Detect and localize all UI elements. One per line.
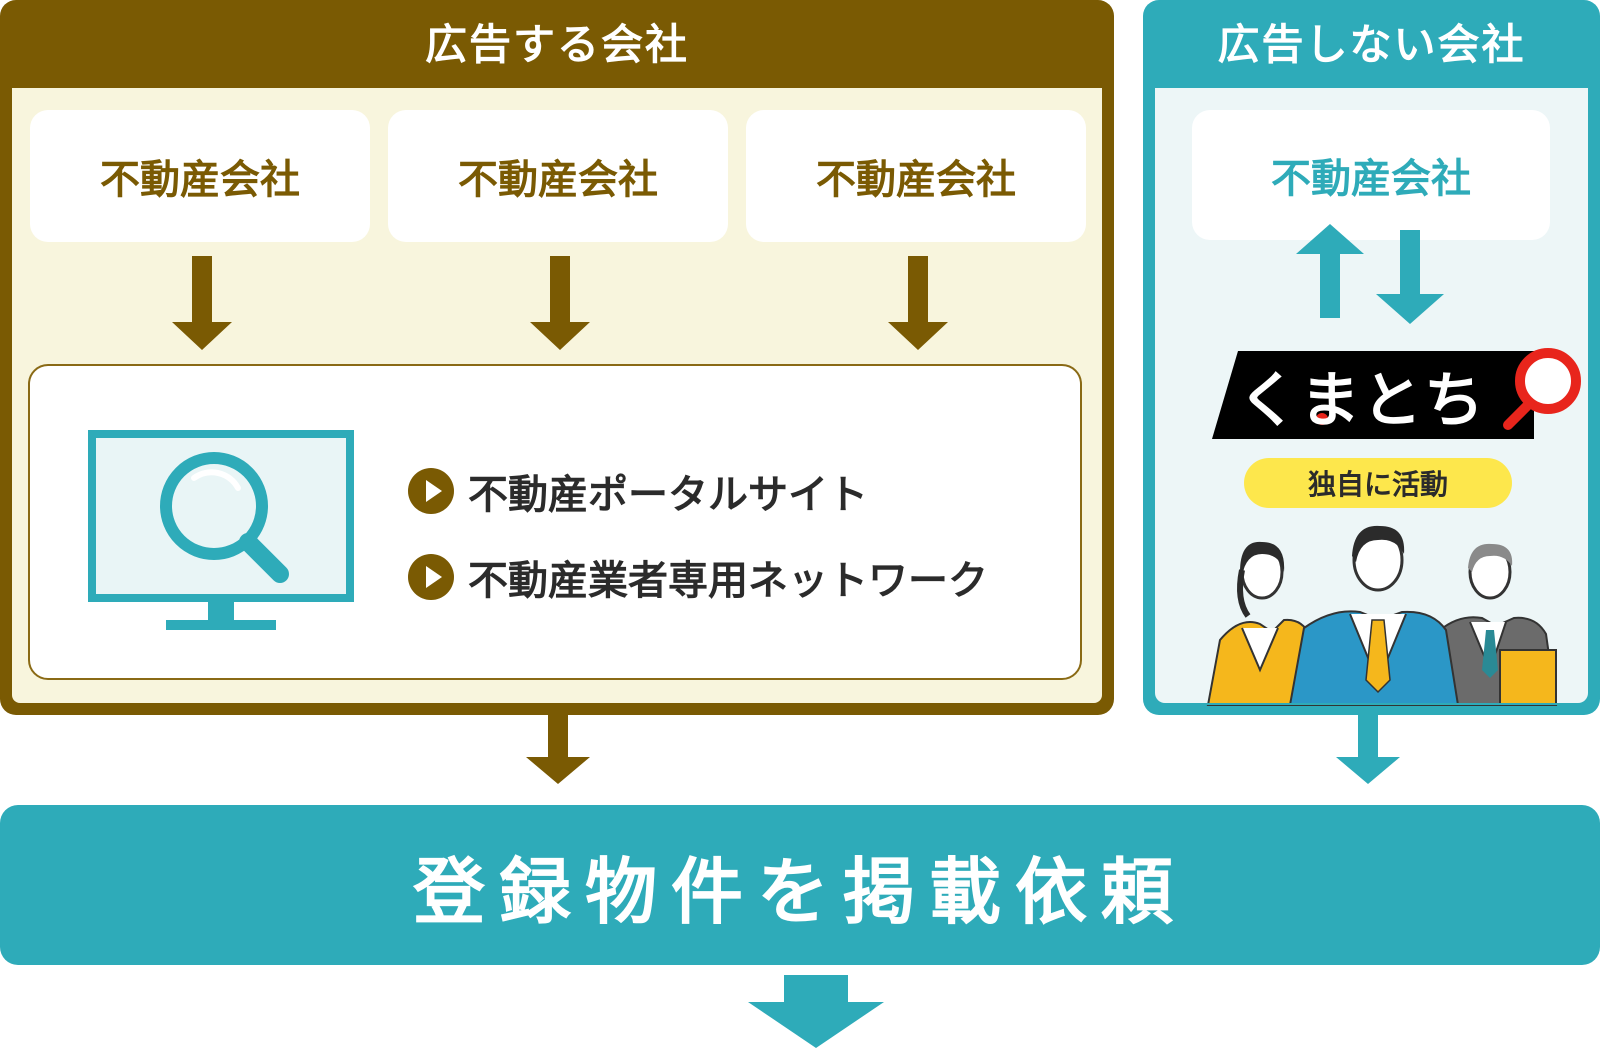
play-icon xyxy=(408,554,454,600)
advertising-panel-title: 広告する会社 xyxy=(424,20,689,69)
kumatochi-logo-text-wrap: くまとち xyxy=(1238,352,1538,438)
media-item-network: 不動産業者専用ネットワーク xyxy=(408,548,988,606)
company-box-2: 不動産会社 xyxy=(388,110,728,242)
activity-badge: 独自に活動 xyxy=(1244,458,1512,508)
kumatochi-logo-text: くまとち xyxy=(1238,365,1486,436)
monitor-search-icon xyxy=(88,430,354,630)
down-arrow-icon xyxy=(1336,715,1400,784)
listing-request-bar: 登録物件を掲載依頼 xyxy=(0,805,1600,965)
down-arrow-icon xyxy=(888,256,948,350)
business-people-illustration xyxy=(1200,525,1560,706)
company-box-1: 不動産会社 xyxy=(30,110,370,242)
up-arrow-icon xyxy=(1296,224,1364,318)
media-item-network-label: 不動産業者専用ネットワーク xyxy=(468,558,988,604)
down-arrow-icon xyxy=(748,975,884,1048)
kumatochi-logo xyxy=(1212,348,1581,439)
down-arrow-icon xyxy=(1376,230,1444,324)
down-arrow-icon xyxy=(172,256,232,350)
down-arrow-icon xyxy=(530,256,590,350)
non-advertising-panel-title: 広告しない会社 xyxy=(1217,20,1526,69)
down-arrow-icon xyxy=(526,715,590,784)
company-box-3: 不動産会社 xyxy=(746,110,1086,242)
media-item-portal: 不動産ポータルサイト xyxy=(408,462,868,520)
media-item-portal-label: 不動産ポータルサイト xyxy=(468,472,868,518)
company-box-non-advertising: 不動産会社 xyxy=(1192,110,1550,240)
play-icon xyxy=(408,468,454,514)
